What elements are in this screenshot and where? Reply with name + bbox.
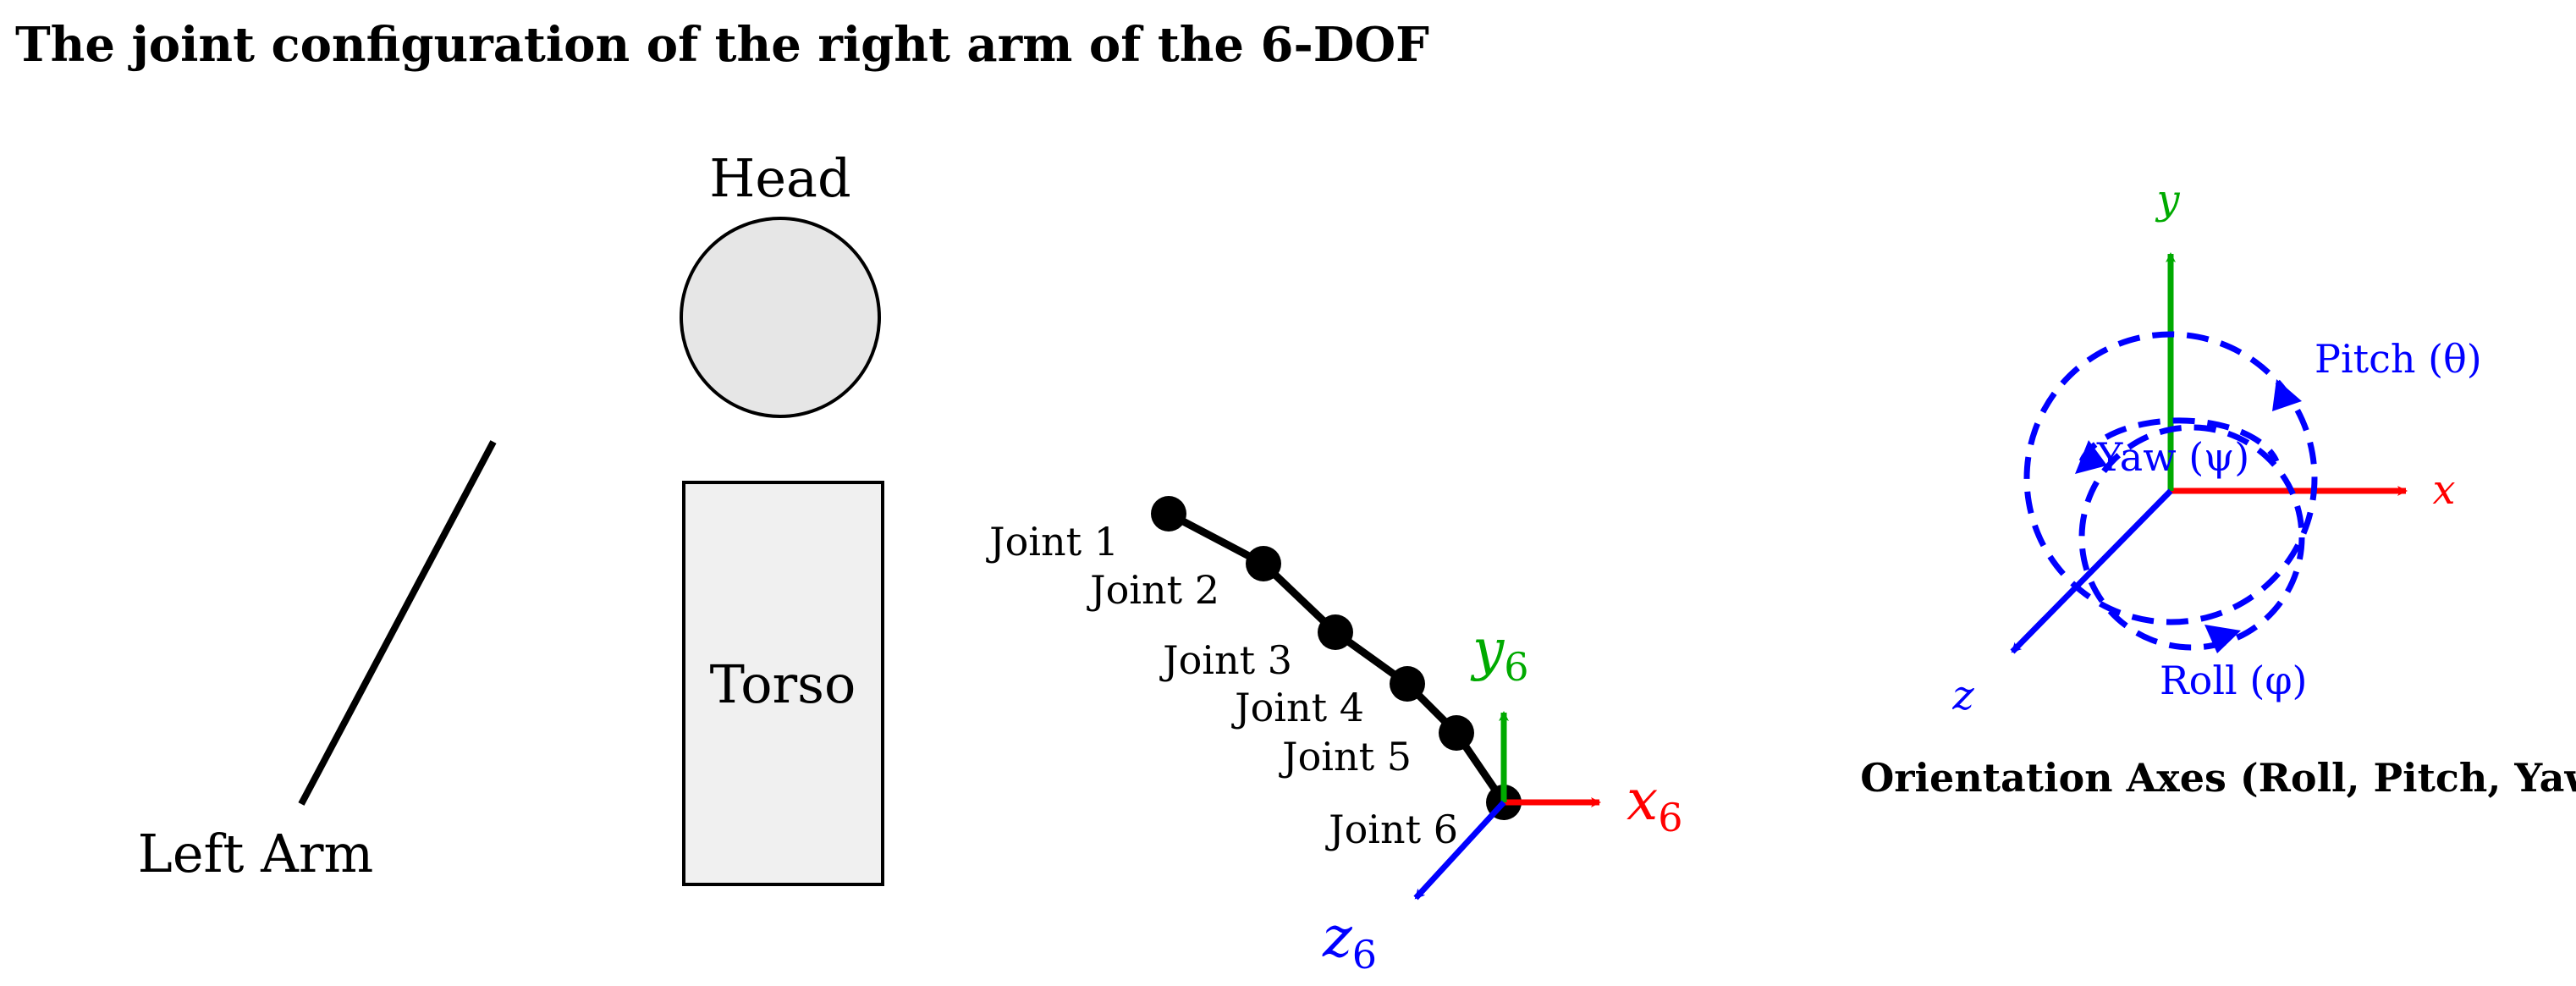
- joint-6-label: Joint 6: [1325, 807, 1458, 852]
- joint-2-label: Joint 2: [1087, 567, 1219, 613]
- roll-rotation-arrowhead: [2204, 625, 2241, 653]
- left-arm-line: [298, 440, 497, 806]
- joint-5-label: Joint 5: [1279, 734, 1412, 779]
- joint-4-dot: [1390, 666, 1425, 702]
- page-title: The joint configuration of the right arm…: [15, 17, 1429, 73]
- right-arm: Joint 1 Joint 2 Joint 3 Joint 4 Joint 5 …: [986, 496, 1683, 978]
- pitch-rotation-arrowhead: [2272, 379, 2302, 411]
- head-circle: [680, 217, 881, 418]
- orientation-axes: x y z Pitch (θ) Yaw (ψ) Roll (φ) Orienta…: [1860, 176, 2576, 801]
- orientation-caption: Orientation Axes (Roll, Pitch, Yaw): [1860, 755, 2576, 801]
- joint-3-dot: [1318, 614, 1353, 650]
- orient-y-label: y: [2155, 176, 2180, 223]
- pitch-rotation-circle: [2023, 331, 2318, 625]
- head-label: Head: [709, 147, 850, 209]
- torso-label: Torso: [710, 653, 856, 715]
- body-figure: Head Torso Left Arm: [138, 147, 884, 886]
- z6-label: z6: [1322, 905, 1377, 978]
- yaw-label: Yaw (ψ): [2096, 434, 2249, 480]
- x6-label: x6: [1627, 768, 1683, 840]
- joint-1-label: Joint 1: [986, 519, 1119, 565]
- orient-z-axis-arrow: [2010, 488, 2173, 654]
- joint-1-dot: [1151, 496, 1186, 532]
- roll-rotation-circle: [2078, 424, 2305, 651]
- yaw-rotation-arc: [2078, 417, 2280, 463]
- yaw-rotation-arrowhead: [2075, 440, 2107, 474]
- torso-rect: [682, 481, 884, 886]
- joint-5-dot: [1439, 715, 1474, 751]
- orient-z-label: z: [1951, 672, 1974, 719]
- joint-3-label: Joint 3: [1159, 637, 1292, 683]
- pitch-label: Pitch (θ): [2315, 336, 2482, 382]
- left-arm-label: Left Arm: [138, 823, 374, 884]
- joint-4-label: Joint 4: [1231, 685, 1364, 730]
- z6-axis-arrow: [1413, 800, 1506, 901]
- joint-2-dot: [1246, 546, 1281, 581]
- y6-label: y6: [1470, 617, 1529, 690]
- orient-x-label: x: [2432, 466, 2455, 514]
- roll-label: Roll (φ): [2160, 658, 2307, 703]
